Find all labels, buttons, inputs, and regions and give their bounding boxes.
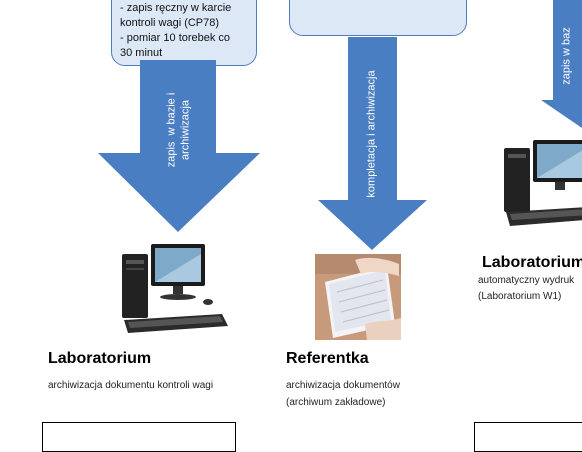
lab-right-desc-1: automatyczny wydruk	[478, 275, 575, 286]
center-arrow-label: kompletacja i archiwizacja	[365, 70, 378, 198]
bottom-left-box	[42, 422, 236, 452]
desktop-computer-icon	[122, 244, 228, 333]
right-arrow-label: zapis w baz	[560, 27, 573, 85]
referentka-desc-2: (archiwum zakładowe)	[286, 397, 386, 408]
right-arrow-label-wrap: zapis w baz	[532, 27, 582, 84]
top-left-note-box: - zapis ręczny w karcie kontroli wagi (C…	[111, 0, 257, 66]
note-line-2: kontroli wagi (CP78)	[120, 17, 220, 29]
lab-right-title: Laboratorium	[482, 254, 582, 271]
top-center-box	[289, 0, 467, 36]
lab-left-desc: archiwizacja dokumentu kontroli wagi	[48, 380, 214, 391]
desktop-computer-icon	[504, 140, 582, 226]
left-arrow-label-wrap: zapis w bazie i archiwizacja	[108, 93, 248, 168]
right-down-arrow	[541, 0, 582, 128]
bottom-right-box	[474, 422, 582, 452]
note-line-4: 30 minut	[120, 47, 163, 59]
left-down-arrow	[98, 60, 260, 232]
lab-left-title: Laboratorium	[48, 350, 152, 367]
referentka-desc-1: archiwizacja dokumentów	[286, 380, 400, 391]
lab-right-desc-2: (Laboratorium W1)	[478, 291, 562, 302]
left-arrow-label: zapis w bazie i archiwizacja	[165, 92, 191, 168]
center-arrow-label-wrap: kompletacja i archiwizacja	[302, 70, 442, 197]
flow-arrows	[98, 0, 582, 250]
document-folder-photo	[315, 254, 401, 340]
note-line-3: - pomiar 10 torebek co	[120, 32, 231, 44]
center-down-arrow	[318, 37, 427, 250]
note-line-1: - zapis ręczny w karcie	[120, 2, 232, 14]
referentka-title: Referentka	[286, 350, 369, 367]
